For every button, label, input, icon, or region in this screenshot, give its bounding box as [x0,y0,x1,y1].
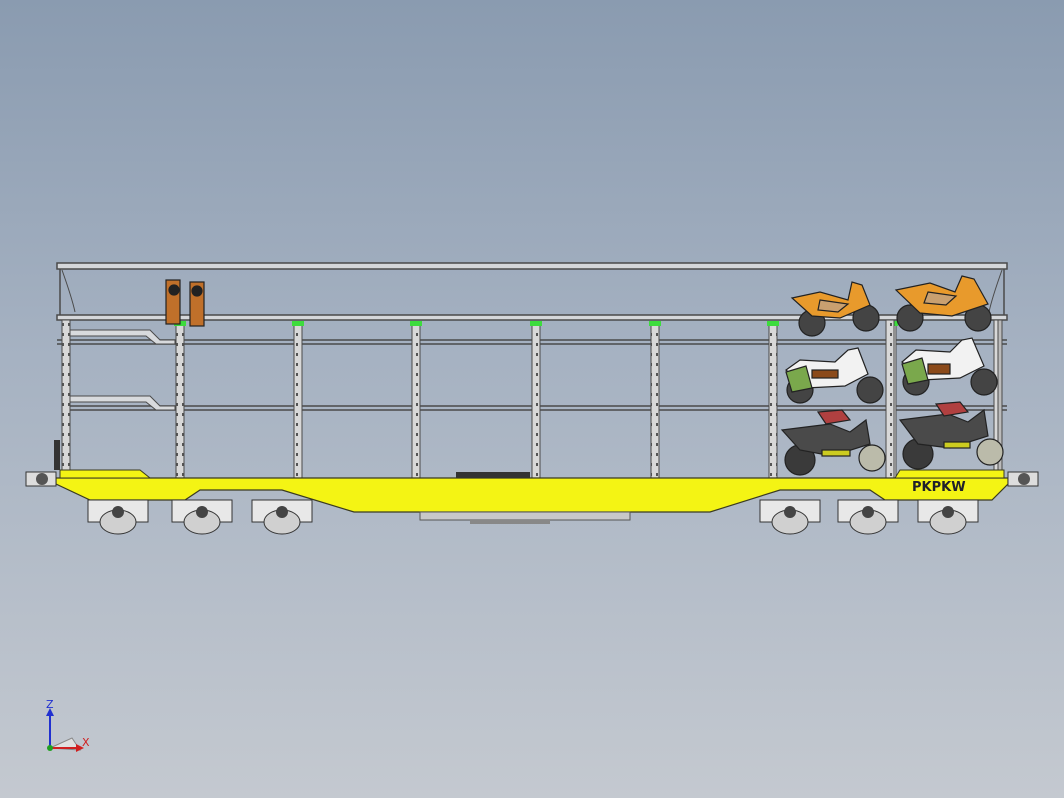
end-deck-ramps [69,329,176,411]
axis-triad: Z X [46,698,90,752]
car-marking: PKPKW [912,480,966,495]
coupler-left [25,471,57,487]
stanchion-marker [410,321,422,326]
stanchion-marker [530,321,542,326]
axis-z-label: Z [46,698,54,711]
stanchion-marker [649,321,661,326]
motorcycle-top-1 [790,281,880,337]
stanchion [768,321,778,479]
motorcycle-mid-2 [901,337,998,396]
wheelset [171,499,233,535]
motorcycle-front-view [165,279,205,327]
stanchion [531,321,541,479]
stanchion [411,321,421,479]
wheelset [87,499,149,535]
motorcycle-stack [165,275,1004,476]
stanchion [175,321,185,479]
wheelset [917,499,979,535]
motorcycle-mid-1 [785,347,884,404]
stanchion [293,321,303,479]
stanchion-marker [767,321,779,326]
coupler-right [1007,471,1039,487]
wheelset [759,499,821,535]
motorcycle-bot-2 [898,401,1004,470]
stanchion-marker [292,321,304,326]
bogies [87,499,979,535]
wheelset [837,499,899,535]
motorcycle-bot-1 [780,409,886,476]
axis-x-label: X [82,736,90,749]
stanchion [650,321,660,479]
end-post-left [54,319,71,479]
wheelset [251,499,313,535]
motorcycle-top-2 [894,275,992,332]
